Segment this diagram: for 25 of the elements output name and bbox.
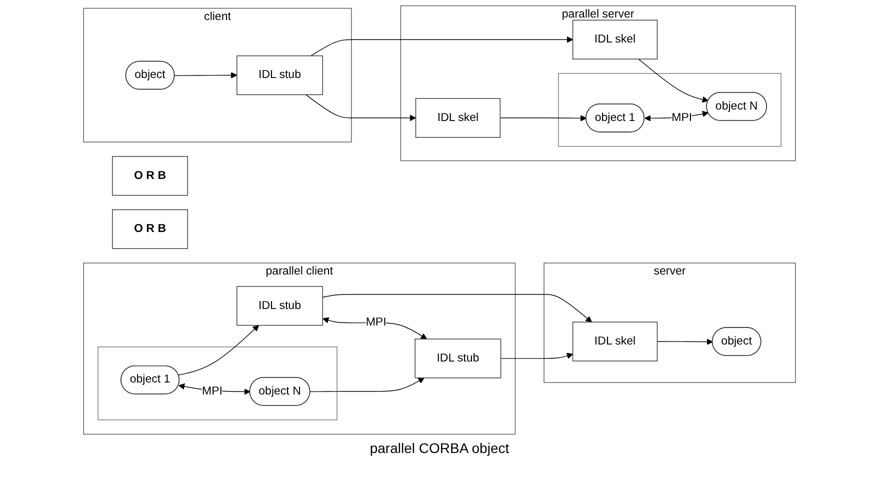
edge-label: MPI (672, 111, 692, 124)
arrow (310, 378, 424, 392)
node-box: IDL skel (415, 98, 501, 138)
edge-label: MPI (202, 384, 223, 398)
arrow (322, 294, 592, 322)
node-box: IDL stub (236, 286, 323, 326)
arrow (322, 317, 428, 340)
node-box: IDL skel (572, 322, 658, 362)
note-text: parallel CORBA object (370, 440, 510, 456)
arrow (174, 72, 238, 78)
arrow (656, 338, 713, 345)
arrow (306, 94, 416, 122)
node-box: IDL stub (236, 55, 323, 96)
arrow (500, 352, 574, 359)
node-box: O R B (112, 156, 188, 196)
node-box: IDL stub (414, 338, 502, 378)
arrow (178, 325, 260, 376)
arrow (638, 58, 709, 103)
node-box: IDL skel (572, 20, 658, 60)
node-box: O R B (112, 209, 188, 249)
edge-label: MPI (366, 316, 386, 329)
cluster (98, 346, 338, 420)
cluster (558, 73, 782, 147)
arrow (310, 36, 574, 56)
arrow (500, 115, 587, 122)
